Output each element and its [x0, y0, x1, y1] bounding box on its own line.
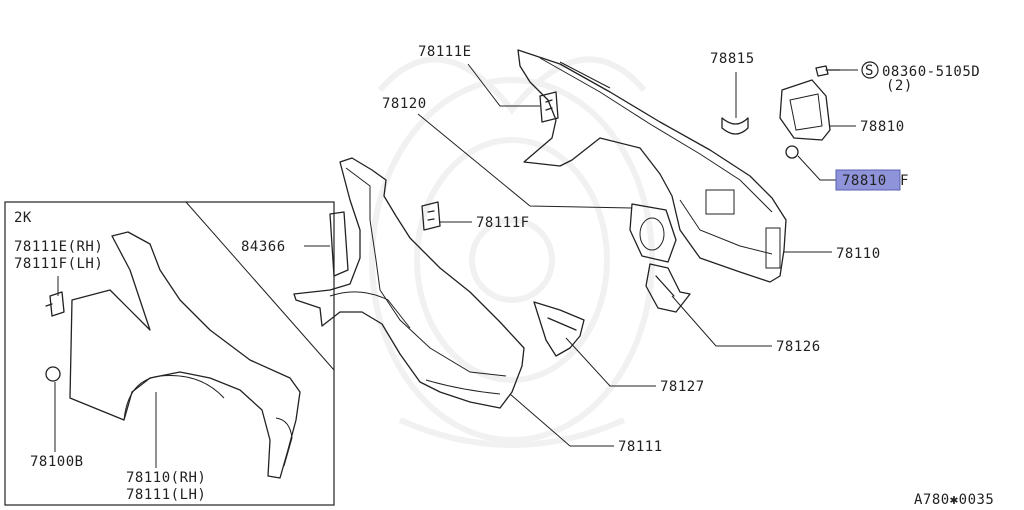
label-78111E: 78111E [418, 44, 472, 60]
inset-grommet [45, 366, 61, 382]
label-78110-RH: 78110(RH) [126, 470, 206, 486]
label-84366: 84366 [241, 239, 286, 255]
label-78100B: 78100B [30, 454, 84, 470]
inset-connector-line [185, 201, 335, 371]
part-78120-filler-pocket [629, 203, 677, 263]
inset-clip [45, 291, 65, 317]
part-78126-bracket [645, 263, 691, 313]
label-78111-LH: 78111(LH) [126, 487, 206, 503]
part-78810F-bumper [785, 145, 799, 159]
label-78111: 78111 [618, 439, 663, 455]
part-08360-screw [815, 65, 841, 77]
part-84366-trim [329, 211, 349, 277]
inset-2k: 2K 78111E(RH) 78111F(LH) 78100B 78110(RH… [4, 201, 335, 506]
label-78815: 78815 [710, 51, 755, 67]
watermark-emblem [369, 56, 655, 448]
leader-lines [304, 63, 858, 447]
label-78111E-RH: 78111E(RH) [14, 239, 103, 255]
part-78810-fuel-lid [779, 79, 831, 141]
label-78120: 78120 [382, 96, 427, 112]
label-78810: 78810 [860, 119, 905, 135]
label-78126: 78126 [776, 339, 821, 355]
label-78111F: 78111F [476, 215, 530, 231]
label-08360-qty: (2) [886, 78, 913, 94]
part-78111E-bracket [539, 91, 559, 123]
figure-code: A780✱0035 [914, 492, 994, 508]
label-78810F[interactable]: 78810 F [835, 169, 909, 191]
label-78111F-LH: 78111F(LH) [14, 256, 103, 272]
part-78111-outer-panel [293, 157, 525, 409]
screw-symbol-letter: S [865, 63, 874, 79]
screw-symbol-icon: S [861, 61, 879, 79]
part-78127-bracket [533, 301, 585, 357]
part-78110-inner-panel [517, 49, 787, 283]
label-78127: 78127 [660, 379, 705, 395]
label-78810F-highlight [835, 169, 901, 191]
inset-quarter-panel [69, 231, 301, 479]
label-78810F-prefix: 78810 [842, 173, 887, 189]
label-78110: 78110 [836, 246, 881, 262]
part-78111F-bracket [421, 201, 441, 231]
inset-title: 2K [14, 210, 32, 226]
part-78815-clip [721, 117, 749, 135]
label-08360-5105D: 08360-5105D [882, 64, 980, 80]
label-78810F-suffix: F [900, 173, 909, 189]
